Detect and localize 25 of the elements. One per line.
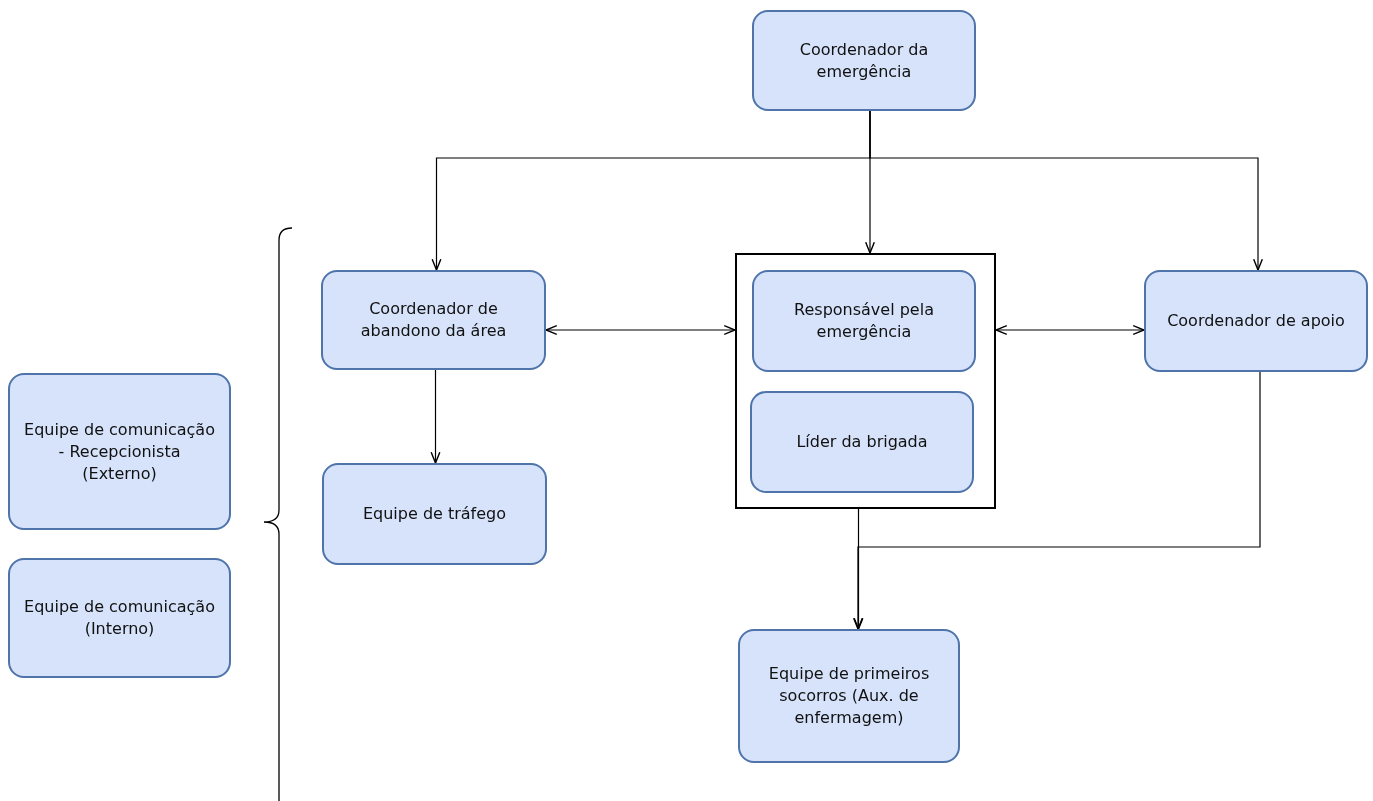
arrow: [853, 508, 864, 630]
role-label: Coordenador da emergência: [798, 38, 930, 83]
arrow: [430, 369, 441, 464]
role-box: [8, 373, 231, 530]
role-box: [738, 629, 960, 763]
role-label: Coordenador de apoio: [1167, 310, 1345, 332]
role-label: Equipe de comunicação (Interno): [23, 596, 216, 640]
role-box: [321, 270, 546, 370]
group-frame: [735, 253, 996, 509]
inner-role-box: [752, 270, 976, 372]
arrow: [869, 110, 1263, 271]
role-label: Equipe de tráfego: [362, 503, 507, 525]
role-box: [8, 558, 231, 678]
role-box: [322, 463, 547, 565]
role-label: Equipe de comunicação - Recepcionista (Externo): [23, 418, 216, 485]
arrow: [545, 325, 736, 335]
role-label: Coordenador de abandono da área: [359, 298, 508, 342]
role-label: Equipe de primeiros socorros (Aux. de enfermagem): [767, 663, 931, 729]
arrow: [995, 325, 1145, 335]
role-label: Líder da brigada: [796, 431, 928, 453]
role-label: Responsável pela emergência: [793, 299, 935, 343]
role-box: [752, 10, 976, 111]
role-box: [1144, 270, 1368, 372]
inner-role-box: [750, 391, 974, 493]
arrow: [853, 371, 1261, 630]
